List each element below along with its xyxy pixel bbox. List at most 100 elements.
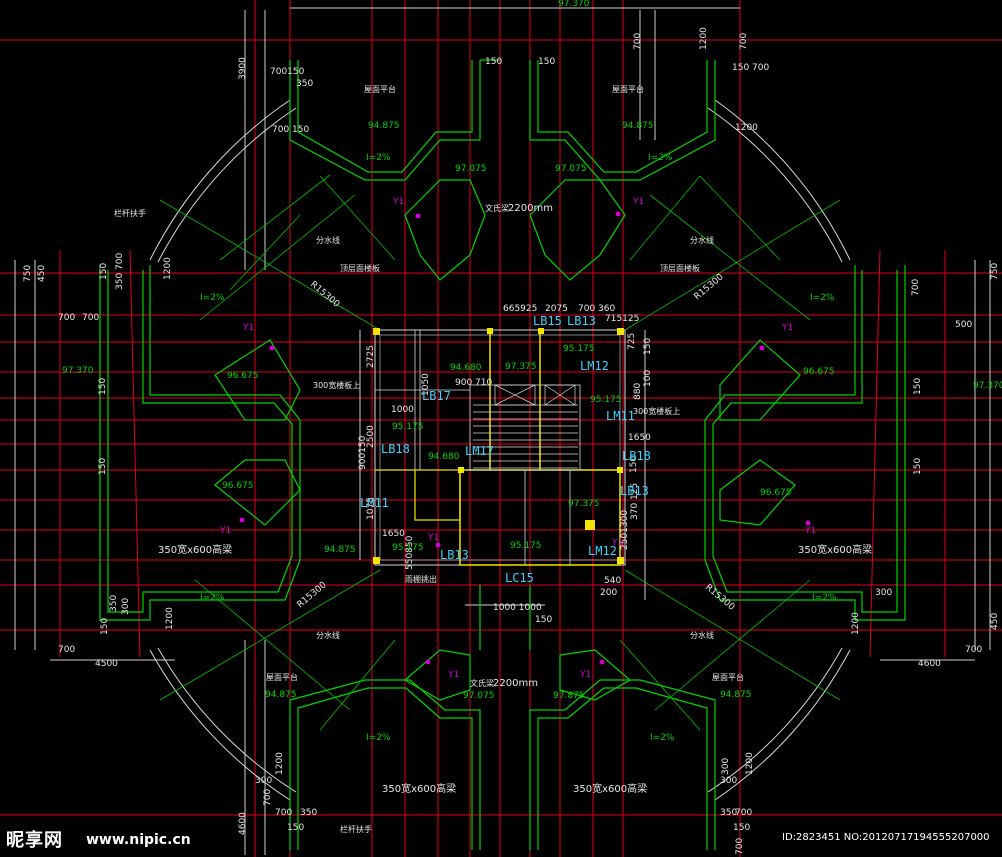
y1-label-d: Y1 [781,323,793,333]
dim-1000: 1000 [391,405,414,415]
dim-700-h: 700 [263,789,273,806]
note-yuanlan: 雨棚挑出 [405,574,437,584]
dim-150-m: 150 [287,823,304,833]
slope-l: I=2% [200,293,225,303]
dim-750-r: 750 [990,263,1000,280]
dim-1000-1000: 1000 1000 [493,603,542,613]
dim-top-97370: 97.370 [558,0,590,9]
elev-96675-r2: 96.675 [760,488,792,498]
dim-150-i: 150 [100,618,110,635]
dim-1650-a: 1650 [382,529,405,539]
dim-150-k: 150 [629,456,639,473]
watermark-logo: 昵享网 [6,830,63,851]
dim-1650-b: 1650 [628,433,651,443]
dim-550850: 550850 [405,535,415,570]
note-lanqi-tl: 栏杆扶手 [114,208,146,218]
slope-texts: I=2% I=2% I=2% I=2% I=2% I=2% I=2% I=2% [200,153,837,743]
dim-1075: 1075 [366,497,376,520]
dim-725: 725 [627,333,637,350]
dim-900-710: 900 710 [455,378,492,388]
dim-1050: 1050 [421,373,431,396]
y1-label-h: Y1 [579,670,591,680]
y1-label-f: Y1 [804,526,816,536]
dim-450: 450 [37,265,47,282]
dim-1200-e: 1200 [275,752,285,775]
dim-750: 750 [23,265,33,282]
elev-95175-c: 95.175 [392,422,424,432]
y1-markers [239,211,811,665]
note-2200-top: 2200mm [508,203,553,214]
elev-94875-tr: 94.875 [622,121,654,131]
dim-150-a: 150 [99,263,109,280]
circular-terrace-outline [149,99,851,801]
dim-700-700: 700 [58,313,75,323]
dim-700-150: 700 150 [272,125,309,135]
dim-540: 540 [604,576,621,586]
dim-1200-d: 1200 [851,612,861,635]
dim-880: 880 [633,383,643,400]
beam-lb13-b: LB13 [620,484,649,498]
dim-300-b: 300 [875,588,892,598]
elev-97075-bl: 97.075 [463,691,495,701]
note-pingtai-tl: 屋面平台 [364,84,396,94]
dim-665925: 665925 [503,304,537,314]
dimension-lines [14,7,991,855]
dim-1200-c: 1200 [165,607,175,630]
dim-4500: 4500 [95,659,118,669]
dim-700-top-b: 700 [739,33,749,50]
slope-tr: I=2% [648,153,673,163]
elev-94875-bl: 94.875 [324,545,356,555]
dim-350-c: 350 [720,808,737,818]
slope-tl: I=2% [366,153,391,163]
dim-700-top: 700 [633,33,643,50]
dim-150-n: 150 [733,823,750,833]
dim-700-d: 700 [965,645,982,655]
beam-size-bl: 350宽x600高梁 [158,543,232,556]
slope-br2: I=2% [650,733,675,743]
dim-200: 200 [600,588,617,598]
elevation-texts: 94.875 94.875 97.075 97.075 97.370 97.37… [62,121,1002,701]
yellow-columns [373,328,624,564]
beam-lb15: LB15 [533,314,562,328]
beam-size-br: 350宽x600高梁 [798,543,872,556]
beam-lb13-a: LB13 [567,314,596,328]
dim-150-j: 150 [643,338,653,355]
y1-label-i: Y1 [427,533,439,543]
dim-2075: 2075 [545,304,568,314]
beam-size-texts: 350宽x600高梁 350宽x600高梁 350宽x600高梁 350宽x60… [158,543,872,795]
note-wen-top: 文氏梁 [485,203,509,213]
dim-450-r: 450 [990,613,1000,630]
note-fenshui-bl: 分水线 [316,630,340,640]
dim-150-700: 150 700 [732,63,769,73]
elev-97075-l: 97.075 [455,164,487,174]
dim-150-b: 150 [98,378,108,395]
dim-700-700b: 700 [82,313,99,323]
dim-350-b: 350 [300,808,317,818]
dimension-texts: 97.370 3900 700150 350 700 150 700 1200 … [23,0,1000,855]
dim-700-i: 700 [911,279,921,296]
beam-lm11-b: LM11 [360,496,389,510]
beam-size-bl2: 350宽x600高梁 [382,782,456,795]
dim-150-g: 150 [538,57,555,67]
watermark-id: ID:2823451 NO:20120717194555207000 [782,832,990,843]
dim-1200-b: 1200 [735,123,758,133]
beam-lm11-a: LM11 [606,409,635,423]
elev-97075-r: 97.075 [555,164,587,174]
elev-95175-a: 95.175 [563,344,595,354]
watermark-url: www.nipic.cn [86,832,191,848]
diagonal-guides [159,174,841,731]
note-pingtai-br: 屋面平台 [712,672,744,682]
dim-2500: 2500 [366,425,376,448]
note-fenshui-tl: 分水线 [316,235,340,245]
core-stair-block [374,329,626,566]
note-pingtai-tr: 屋面平台 [612,84,644,94]
dim-4600-b: 4600 [238,812,248,835]
beam-lb18-b: LB18 [622,449,651,463]
note-pingtai-bl: 屋面平台 [266,672,298,682]
dim-2725: 2725 [366,345,376,368]
dim-700-e: 700 [275,808,292,818]
shaft-crosses [494,384,576,406]
dim-350: 350 [296,79,313,89]
y1-label-c: Y1 [242,323,254,333]
